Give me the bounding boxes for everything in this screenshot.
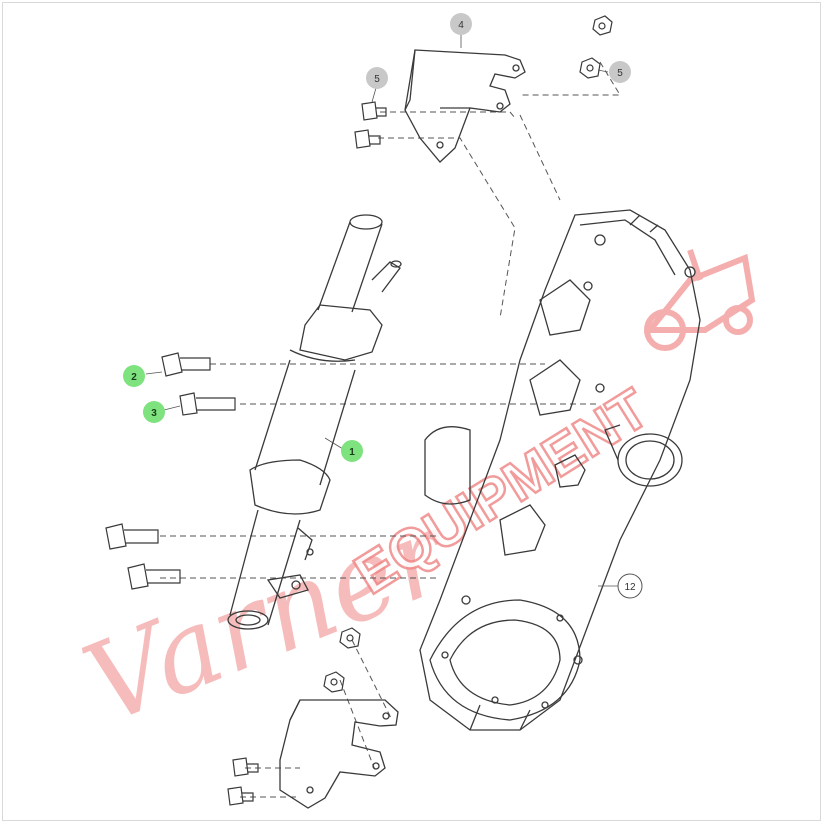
callout-12-label: 12 (624, 582, 636, 593)
axle-housing (419, 209, 701, 731)
nut-lower-1 (339, 627, 361, 649)
bolt-3 (179, 392, 236, 416)
callout-1-label: 1 (349, 447, 355, 458)
lower-bracket (279, 699, 399, 809)
bolt-left-lower (127, 563, 181, 590)
callout-2: 2 (123, 365, 145, 387)
steering-cylinder (227, 214, 402, 630)
nut-5 (579, 57, 601, 79)
bolt-2 (161, 352, 211, 377)
callout-5b-label: 5 (617, 68, 623, 79)
callout-5a: 5 (366, 67, 388, 89)
nut-lower-2 (323, 671, 345, 693)
callout-4: 4 (450, 13, 472, 35)
callout-5a-label: 5 (374, 74, 380, 85)
bolt-left-upper (105, 523, 159, 550)
nut-top-right (592, 15, 613, 36)
bolt-bracket-lower (227, 786, 254, 806)
watermark-block: EQUIPMENT (343, 376, 659, 606)
bolt-5-lower (354, 129, 381, 149)
callout-4-label: 4 (458, 20, 464, 31)
callout-2-label: 2 (131, 372, 137, 383)
callout-leaders (145, 35, 618, 587)
bolt-bracket-upper (232, 757, 259, 777)
callout-1: 1 (341, 440, 363, 462)
bolt-5-upper (361, 101, 387, 121)
watermark-tractor-icon (643, 249, 756, 351)
watermark: Varner EQUIPMENT (67, 249, 756, 749)
callout-12: 12 (617, 573, 643, 599)
upper-bracket (404, 49, 526, 163)
callout-5b: 5 (609, 61, 631, 83)
callout-3: 3 (143, 401, 165, 423)
callout-3-label: 3 (151, 408, 157, 419)
